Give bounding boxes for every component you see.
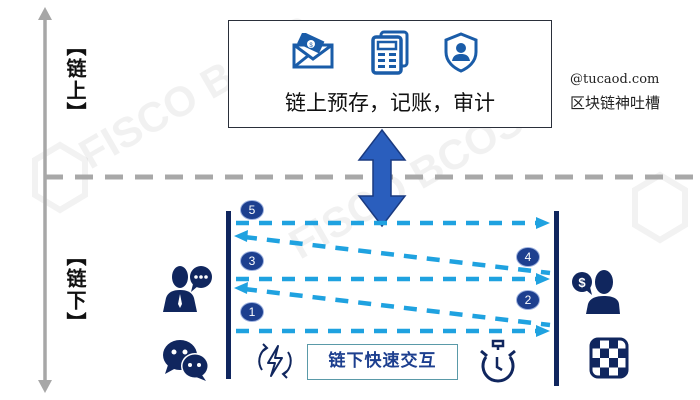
svg-text:$: $ [578,275,586,290]
offchain-caption: 链下快速交互 [307,344,458,380]
right-party-bar [554,211,559,386]
offchain-label: 【链下】 [63,246,87,334]
credit-name: 区块链神吐槽 [570,94,661,112]
step-badge-5: 5 [240,200,264,220]
svg-text:$: $ [309,43,313,49]
step-badge-3: 3 [240,251,264,271]
onchain-label: 【链上】 [63,36,87,124]
shield-user-icon [444,32,478,73]
step-badge-1: 1 [240,302,264,322]
step-badge-2: 2 [516,290,540,310]
checkerboard-icon [589,337,629,379]
ledger-calculator-icon [371,30,409,75]
chain-divider-line [45,174,700,180]
money-envelope-icon: $ [292,33,334,69]
left-party-bar [226,211,231,379]
stopwatch-icon [480,339,516,383]
onchain-box-text: 链上预存，记账，审计 [285,91,495,115]
step-badge-4: 4 [516,247,540,267]
user-chat-icon [163,266,212,312]
user-payment-icon: $ [572,270,620,314]
vertical-axis [38,7,52,393]
lightning-refresh-icon [258,343,292,379]
credit-handle: @tucaod.com [570,72,660,87]
onchain-box: $ 链上预存，记账，审计 [228,20,552,128]
interaction-arrows [234,217,551,337]
double-headed-arrow [357,128,407,228]
wechat-icon [163,340,209,381]
